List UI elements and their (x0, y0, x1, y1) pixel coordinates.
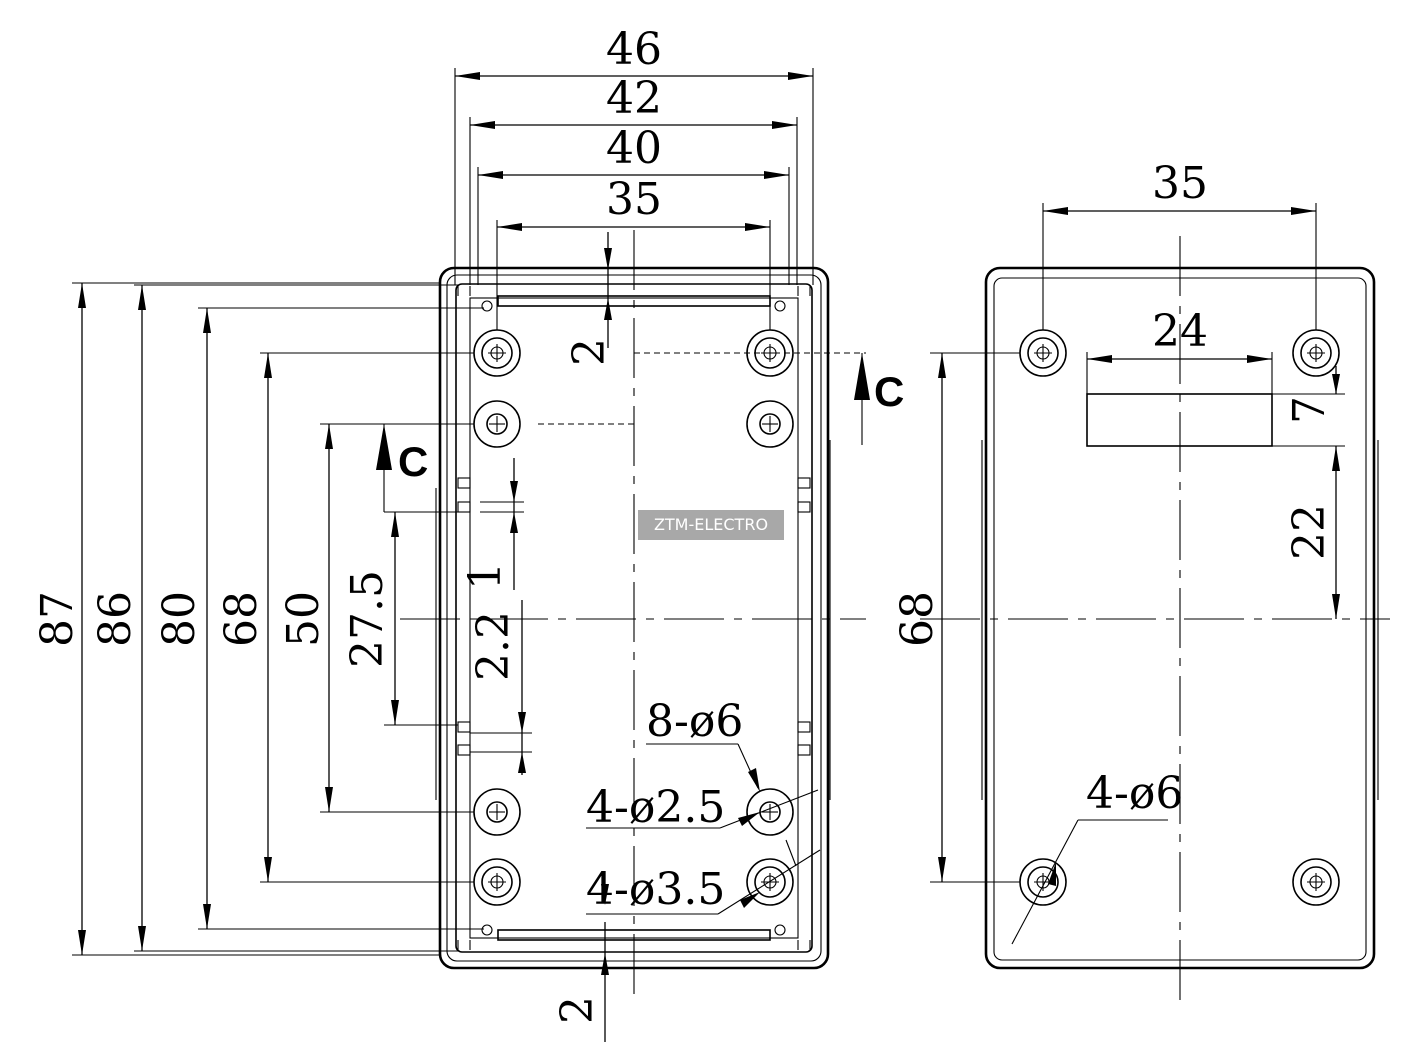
dim-68: 68 (216, 591, 267, 647)
lid-hole-top-left (1019, 329, 1067, 377)
dim-35: 35 (606, 174, 662, 225)
callout-4-d3-5: 4-ø3.5 (586, 864, 725, 915)
boss-top-left-inner (473, 400, 521, 448)
left-vertical-dimensions: 87 86 80 68 50 27.5 (32, 282, 484, 956)
lid-hole-top-right (1292, 329, 1340, 377)
lid-dim-24: 24 (1152, 306, 1208, 357)
dim-27-5: 27.5 (342, 570, 393, 668)
lid-dim-35: 35 (1152, 158, 1208, 209)
section-marker-right: C (854, 353, 904, 445)
lid-dim-22: 22 (1284, 504, 1335, 560)
boss-bottom-right-inner (746, 788, 794, 836)
lid-view (920, 236, 1390, 1000)
lid-dim-68: 68 (892, 591, 943, 647)
section-label-right: C (874, 368, 904, 415)
dim-wall-2-bottom: 2 (552, 996, 603, 1024)
boss-top-right-inner (746, 400, 794, 448)
dim-wall-2-top: 2 (564, 338, 615, 366)
lid-hole-bottom-right (1292, 858, 1340, 906)
lid-hole-bottom-left (1019, 858, 1067, 906)
boss-bottom-left-outer (473, 858, 521, 906)
dim-40: 40 (606, 123, 662, 174)
lid-callout-4-d6: 4-ø6 (1086, 768, 1183, 819)
lid-dim-7: 7 (1284, 396, 1335, 424)
dim-gap-1: 1 (460, 562, 511, 590)
dim-42: 42 (606, 73, 662, 124)
callout-8-d6: 8-ø6 (646, 696, 743, 747)
callout-4-d2-5: 4-ø2.5 (586, 782, 725, 833)
dim-gap-2-2: 2.2 (468, 611, 519, 681)
gap-dimensions: 2 2 1 2.2 (460, 232, 615, 1042)
dim-87: 87 (32, 591, 83, 647)
box-body-view (400, 230, 866, 1000)
left-horizontal-dimensions: 46 42 40 35 (454, 24, 814, 330)
dim-50: 50 (278, 591, 329, 647)
watermark-label: ZTM-ELECTRO (638, 510, 784, 540)
dim-86: 86 (90, 591, 141, 647)
section-label-left: C (398, 438, 428, 485)
lid-dimensions: 35 24 7 22 68 4-ø6 (892, 158, 1345, 945)
boss-bottom-left-inner (473, 788, 521, 836)
side-ribs (435, 440, 831, 800)
dim-80: 80 (154, 591, 205, 647)
dim-46: 46 (606, 24, 662, 75)
hole-callouts: 8-ø6 4-ø2.5 4-ø3.5 (586, 696, 821, 915)
section-marker-left: C (376, 424, 428, 512)
boss-top-left-outer (473, 329, 521, 377)
